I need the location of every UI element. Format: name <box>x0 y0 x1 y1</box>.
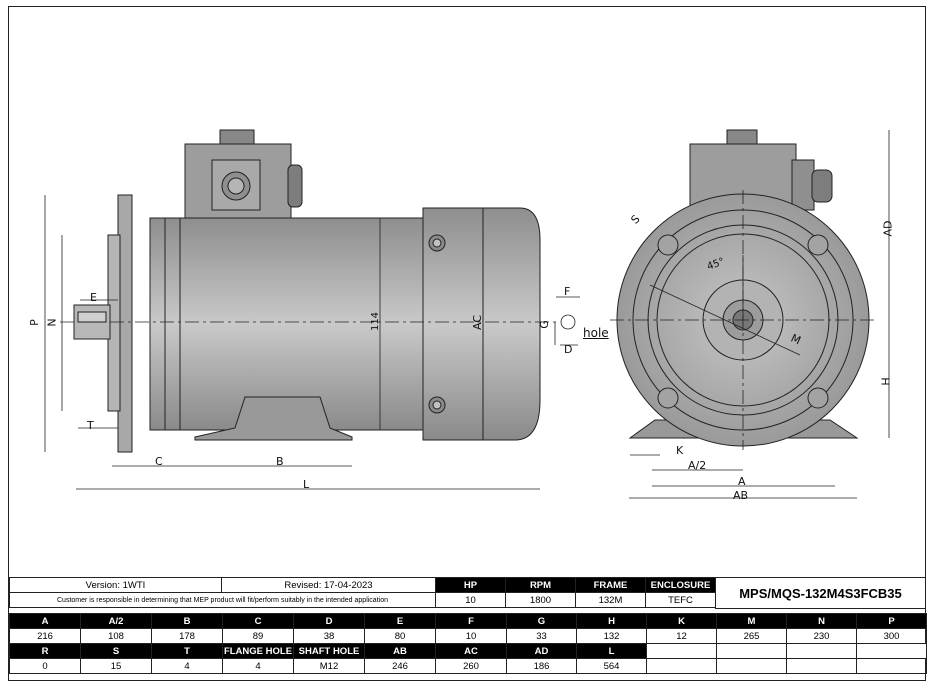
dim-value: 38 <box>293 628 365 644</box>
dim-value: 186 <box>506 658 577 674</box>
dim-value: 260 <box>435 658 507 674</box>
dim-value: 80 <box>364 628 436 644</box>
dim-header: E <box>364 613 436 629</box>
dim-header: A/2 <box>80 613 152 629</box>
revised-text: Revised: 17-04-2023 <box>221 577 436 593</box>
enclosure-value: TEFC <box>645 592 716 608</box>
dim-value-empty <box>646 658 717 674</box>
dim-value: 246 <box>364 658 436 674</box>
dim-header: H <box>576 613 647 629</box>
rpm-value: 1800 <box>505 592 576 608</box>
dim-header-empty <box>856 643 927 659</box>
dim-value: 265 <box>716 628 787 644</box>
dim-header-empty <box>786 643 857 659</box>
dim-value: 15 <box>80 658 152 674</box>
dim-value-empty <box>716 658 787 674</box>
dim-header: S <box>80 643 152 659</box>
dim-value: 0 <box>9 658 81 674</box>
dimension-value-row-2: 0 15 4 4 M12 246 260 186 564 <box>9 658 927 674</box>
dim-header: AD <box>506 643 577 659</box>
rpm-header: RPM <box>505 577 576 593</box>
drawing-sheet <box>8 6 926 681</box>
dim-header: D <box>293 613 365 629</box>
dim-value: 89 <box>222 628 294 644</box>
dim-value: 300 <box>856 628 927 644</box>
dim-value-empty <box>786 658 857 674</box>
dim-value: M12 <box>293 658 365 674</box>
dim-header-empty <box>716 643 787 659</box>
dim-value: 12 <box>646 628 717 644</box>
dim-header: SHAFT HOLE <box>293 643 365 659</box>
dim-header: FLANGE HOLE <box>222 643 294 659</box>
dim-value: 132 <box>576 628 647 644</box>
frame-value: 132M <box>575 592 646 608</box>
dim-header: G <box>506 613 577 629</box>
side-view-dimensions <box>44 195 580 490</box>
dim-header: AB <box>364 643 436 659</box>
dim-header: A <box>9 613 81 629</box>
hp-value: 10 <box>435 592 506 608</box>
model-box: MPS/MQS-132M4S3FCB35 <box>715 577 926 609</box>
dimension-header-row-2: R S T FLANGE HOLE SHAFT HOLE AB AC AD L <box>9 643 927 659</box>
side-view <box>73 129 541 453</box>
dimension-value-row-1: 216 108 178 89 38 80 10 33 132 12 265 23… <box>9 628 927 644</box>
dim-header: N <box>786 613 857 629</box>
dimension-table: A A/2 B C D E F G H K M N P 216 108 178 … <box>9 613 927 674</box>
dim-header: L <box>576 643 647 659</box>
dim-header: C <box>222 613 294 629</box>
enclosure-header: ENCLOSURE <box>645 577 716 593</box>
dim-value: 230 <box>786 628 857 644</box>
dim-header: M <box>716 613 787 629</box>
model-number: MPS/MQS-132M4S3FCB35 <box>739 585 902 601</box>
dim-value: 216 <box>9 628 81 644</box>
dim-header: B <box>151 613 223 629</box>
dim-header: AC <box>435 643 507 659</box>
dim-value: 108 <box>80 628 152 644</box>
dim-value-empty <box>856 658 927 674</box>
dim-header: F <box>435 613 507 629</box>
dim-header-empty <box>646 643 717 659</box>
title-info-table: Version: 1WTI Revised: 17-04-2023 Custom… <box>9 577 436 608</box>
hp-header: HP <box>435 577 506 593</box>
dim-value: 4 <box>222 658 294 674</box>
dim-value: 4 <box>151 658 223 674</box>
dim-value: 10 <box>435 628 507 644</box>
dim-header: P <box>856 613 927 629</box>
front-view-dimensions <box>610 130 890 499</box>
dim-header: T <box>151 643 223 659</box>
dim-value: 178 <box>151 628 223 644</box>
dim-value: 33 <box>506 628 577 644</box>
frame-header: FRAME <box>575 577 646 593</box>
dimension-header-row-1: A A/2 B C D E F G H K M N P <box>9 613 927 629</box>
version-text: Version: 1WTI <box>9 577 222 593</box>
dim-value: 564 <box>576 658 647 674</box>
disclaimer-text: Customer is responsible in determining t… <box>9 592 436 608</box>
dim-header: R <box>9 643 81 659</box>
summary-table: HP RPM FRAME ENCLOSURE 10 1800 132M TEFC <box>435 577 716 608</box>
dim-header: K <box>646 613 717 629</box>
